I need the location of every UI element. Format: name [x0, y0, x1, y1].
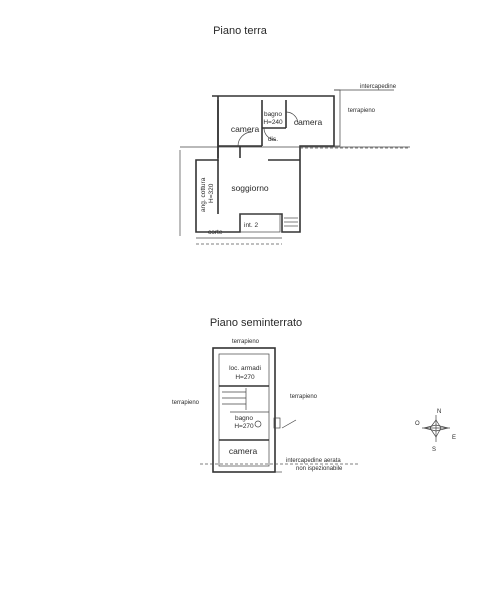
compass-s-label: S — [432, 447, 436, 453]
label-terrapieno-ground: terrapieno — [348, 108, 376, 114]
room-label-dis: dis. — [268, 136, 278, 143]
door-swing-bagno — [263, 127, 277, 141]
terrapieno-leader — [281, 419, 297, 429]
label-terrapieno-left: terrapieno — [172, 400, 200, 406]
room-label-soggiorno: soggiorno — [231, 183, 269, 193]
door-swing-camera-right — [285, 111, 299, 125]
intercapedine-wall — [334, 89, 341, 147]
room-label-angolo-cottura-height: H=320 — [208, 183, 215, 203]
compass-n-label: N — [437, 409, 441, 415]
compass-o-label: O — [415, 421, 420, 427]
basement-plan — [200, 347, 360, 473]
room-label-bagno-basement: bagno — [235, 415, 253, 422]
int-room — [239, 213, 281, 233]
room-label-corte: corte — [208, 229, 223, 236]
room-label-camera-right: camera — [294, 117, 323, 127]
basement-title: Piano seminterrato — [210, 317, 302, 329]
compass-e-label: E — [452, 435, 456, 441]
room-label-angolo-cottura: ang. cottura — [200, 177, 207, 212]
door-swing-camera — [237, 131, 253, 147]
room-label-loc-armadi-height: H=270 — [235, 374, 255, 381]
ground-floor-title: Piano terra — [213, 25, 268, 37]
room-label-int: int. 2 — [244, 222, 258, 229]
room-label-loc-armadi: loc. armadi — [229, 365, 261, 372]
basement-outer-wall — [212, 347, 276, 473]
basement-inner-wall — [218, 353, 270, 467]
label-intercapedine-note-1: intercapedine aerata — [286, 458, 341, 464]
room-label-bagno-height: H=240 — [263, 119, 283, 126]
label-intercapedine: intercapedine — [360, 84, 397, 90]
compass-rose — [422, 415, 450, 442]
room-label-camera-basement: camera — [229, 446, 258, 456]
intercapedine-box — [273, 417, 281, 429]
room-label-bagno: bagno — [264, 111, 282, 118]
label-terrapieno-right: terrapieno — [290, 394, 318, 400]
ground-floor-plan — [179, 89, 410, 245]
room-label-camera-left: camera — [231, 124, 260, 134]
label-terrapieno-top: terrapieno — [232, 339, 260, 345]
room-label-bagno-basement-height: H=270 — [234, 423, 254, 430]
bath-fixture — [254, 420, 262, 428]
compass-needle-ns — [429, 419, 442, 438]
label-intercapedine-note-2: non ispezionabile — [296, 466, 343, 472]
